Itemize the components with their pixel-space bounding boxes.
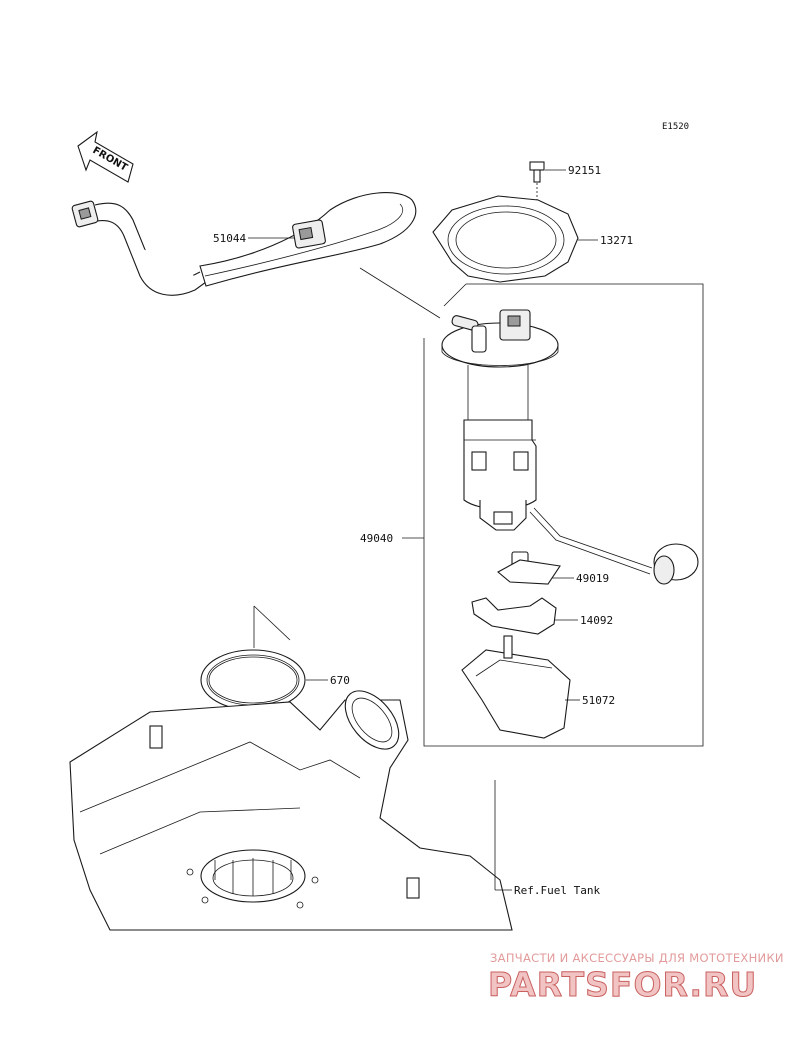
part-label-49040: 49040 bbox=[360, 532, 393, 545]
part-label-14092: 14092 bbox=[580, 614, 613, 627]
plate-13271 bbox=[432, 195, 579, 283]
part-label-670: 670 bbox=[330, 674, 350, 687]
bracket-14092 bbox=[471, 597, 557, 635]
fuel-hose bbox=[71, 192, 417, 296]
part-label-13271: 13271 bbox=[600, 234, 633, 247]
fuel-pump-assembly bbox=[441, 309, 699, 585]
part-label-49019: 49019 bbox=[576, 572, 609, 585]
watermark-tagline: ЗАПЧАСТИ И АКСЕССУАРЫ ДЛЯ МОТОТЕХНИКИ bbox=[490, 951, 784, 965]
front-arrow-icon: FRONT bbox=[77, 130, 134, 183]
filter-49019 bbox=[497, 551, 561, 585]
bolt-92151 bbox=[529, 161, 545, 183]
watermark-logo: PARTSFOR.RU bbox=[488, 965, 757, 1004]
part-label-51044: 51044 bbox=[213, 232, 246, 245]
diagram-code: E1520 bbox=[662, 122, 689, 132]
part-label-51072: 51072 bbox=[582, 694, 615, 707]
part-label-92151: 92151 bbox=[568, 164, 601, 177]
reference-label: Ref.Fuel Tank bbox=[514, 884, 600, 897]
fuel-tank bbox=[69, 690, 513, 931]
cup-51072 bbox=[461, 635, 571, 739]
gasket-670 bbox=[200, 649, 306, 711]
